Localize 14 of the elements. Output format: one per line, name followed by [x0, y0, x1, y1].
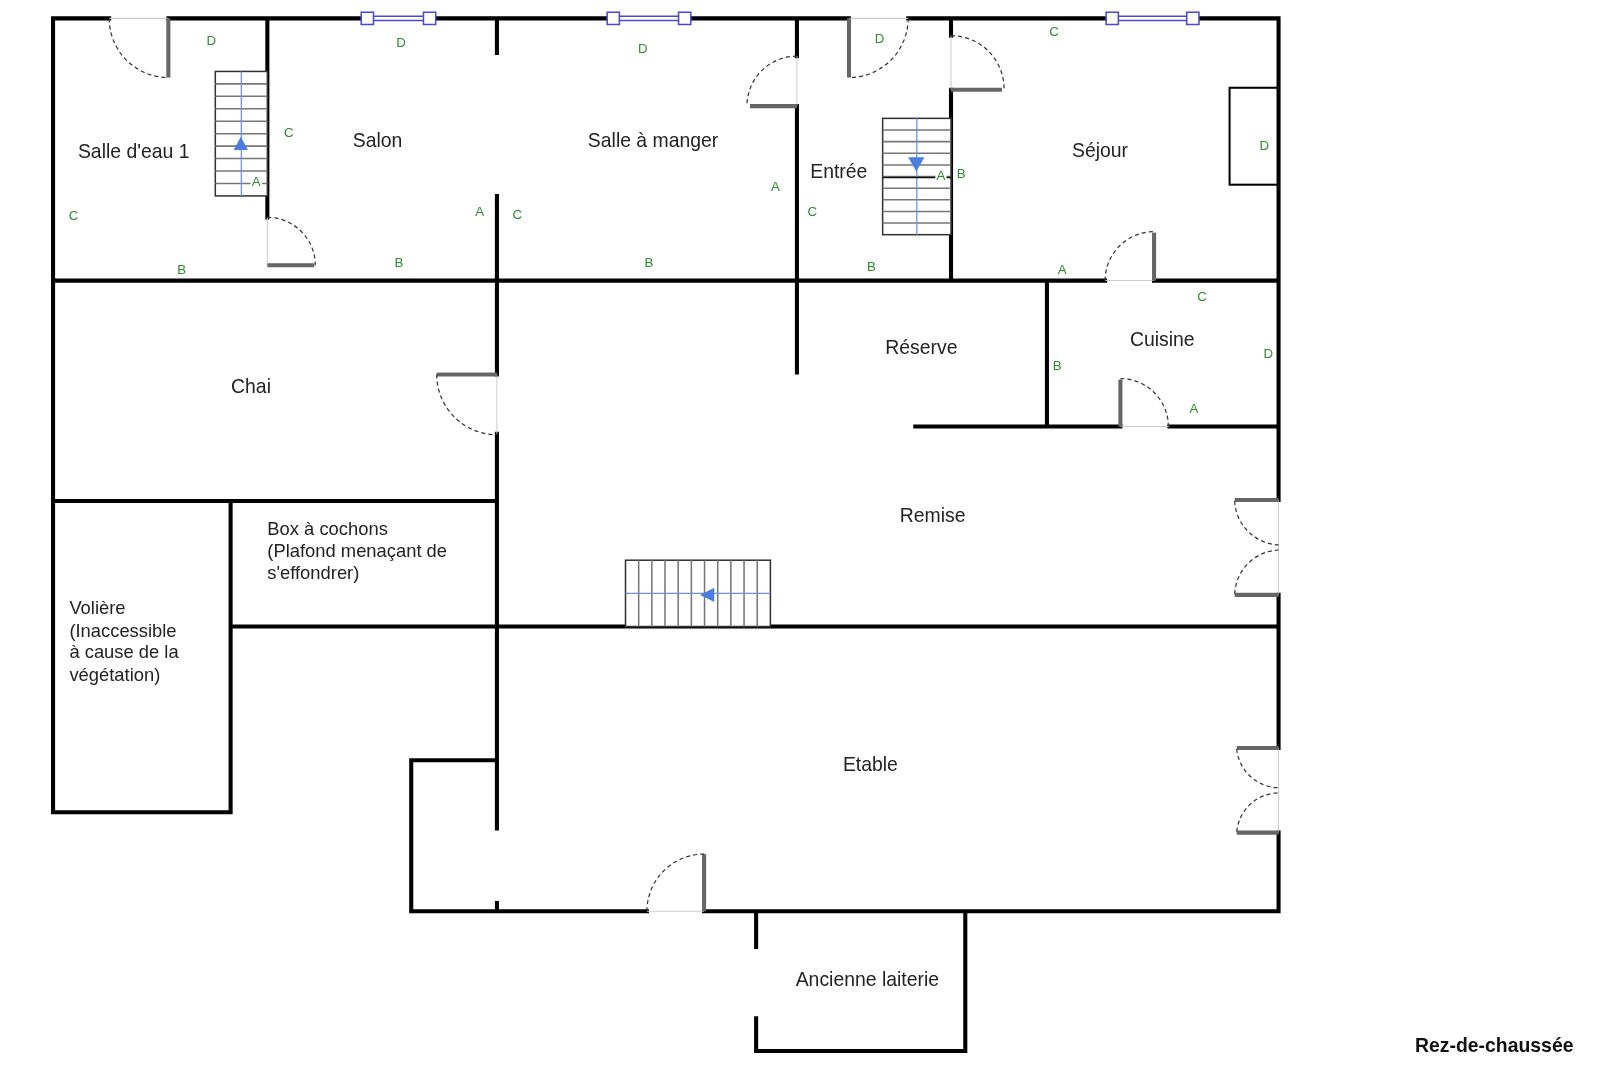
- room-label: Salle à manger: [587, 129, 719, 153]
- room-label: Entrée: [810, 160, 868, 185]
- room-label: Etable: [842, 753, 898, 777]
- plan-caption: Rez-de-chaussée: [1415, 1034, 1574, 1058]
- room-label: Volière (Inaccessible à cause de la végétation): [69, 597, 180, 687]
- room-label: Salle d'eau 1: [77, 140, 190, 164]
- room-label: Cuisine: [1129, 328, 1195, 352]
- room-label: Chai: [231, 376, 271, 400]
- room-label: Séjour: [1071, 139, 1128, 163]
- room-label: Ancienne laiterie: [795, 968, 939, 993]
- room-label: Remise: [899, 504, 966, 528]
- room-label: Salon: [352, 129, 403, 153]
- room-label: Box à cochons (Plafond menaçant de s'effondrer): [267, 518, 449, 585]
- room-label: Réserve: [885, 336, 958, 360]
